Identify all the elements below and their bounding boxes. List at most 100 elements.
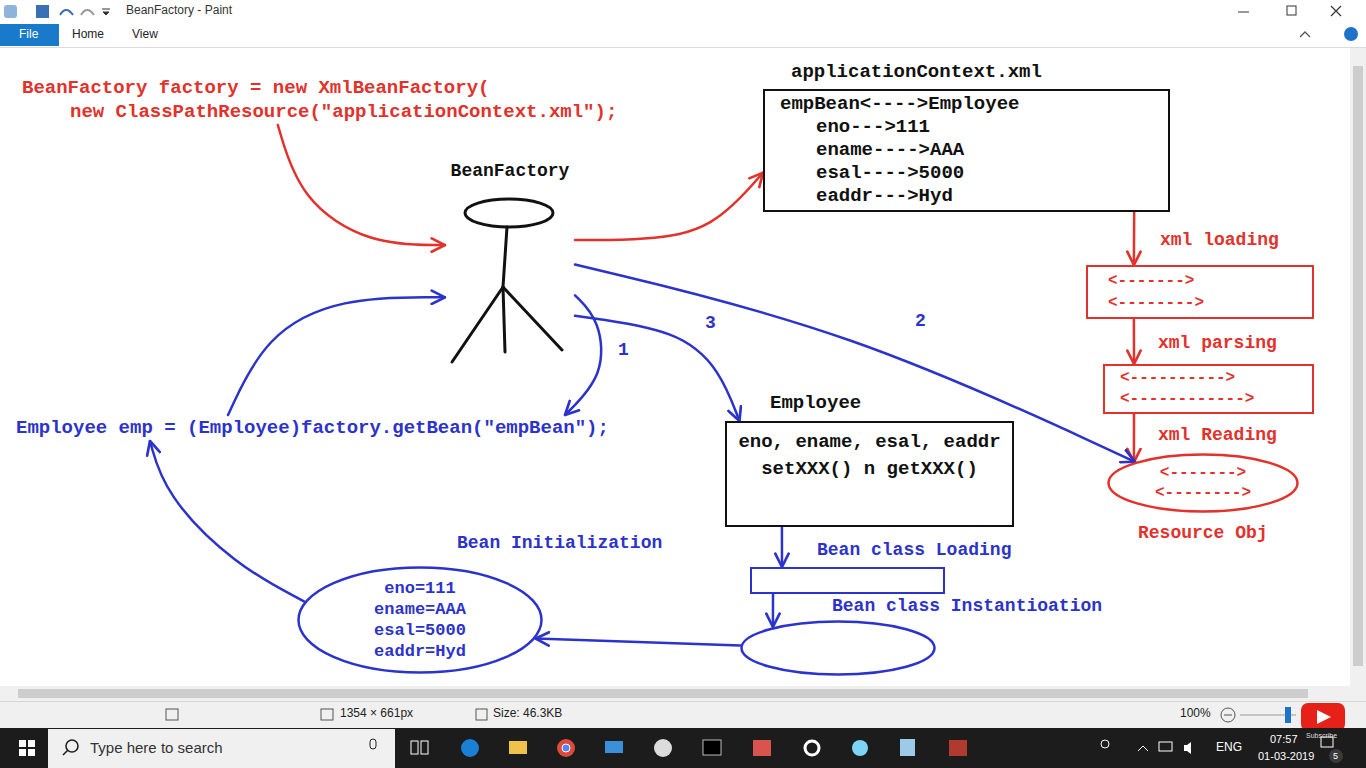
- search-placeholder: Type here to search: [90, 739, 223, 756]
- search-box: [48, 729, 395, 768]
- node-text: esal=5000: [374, 620, 466, 641]
- ellipse-outline: [1109, 455, 1298, 512]
- edge-label: xml parsing: [1156, 333, 1279, 354]
- people-icon: [1101, 740, 1109, 748]
- zoom-slider-thumb: [1285, 707, 1291, 723]
- app-icon: [753, 740, 771, 756]
- edge-label: 3: [703, 313, 718, 334]
- ribbon-tab: View: [132, 28, 158, 42]
- label-holder: 01-03-2019: [1258, 750, 1314, 763]
- node-text: ename---->AAA: [780, 139, 964, 162]
- start-button: [19, 740, 35, 756]
- ribbon-expand-icon: [1300, 32, 1310, 37]
- task-view-icon: [411, 741, 418, 754]
- resource-object-ellipse: <-------><-------->Resource Obj: [1107, 453, 1299, 513]
- node-text: <-------->: [1155, 483, 1251, 503]
- restore-button: [1287, 6, 1296, 15]
- save-icon: [36, 5, 49, 18]
- notification-count: 5: [1333, 751, 1338, 761]
- node-heading: Bean class Instantioation: [832, 596, 1102, 617]
- flow-arrow: [536, 638, 741, 645]
- selection-size-icon: [321, 709, 333, 720]
- help-button: [1344, 27, 1358, 41]
- network-icon: [1159, 742, 1172, 751]
- node-text: new ClassPathResource("applicationContex…: [22, 100, 617, 124]
- node-text: BeanFactory factory = new XmlBeanFactory…: [22, 76, 489, 100]
- paint-app-icon: [4, 5, 17, 18]
- status-bar-border: [0, 701, 1366, 702]
- stick-figure-stroke: [503, 227, 507, 287]
- ellipse-shape: [1107, 453, 1299, 513]
- volume-icon: [1184, 742, 1191, 754]
- node-text: eaddr=Hyd: [374, 641, 466, 662]
- zoom-out-button: [1221, 708, 1235, 722]
- node-text: <------->: [1108, 270, 1194, 292]
- settings-icon: [805, 741, 819, 755]
- heading-holder: Bean class Loading: [817, 540, 1011, 561]
- redo-icon: [81, 10, 94, 15]
- node-text: setXXX() n getXXX(): [761, 456, 978, 483]
- node-heading: Resource Obj: [1138, 523, 1268, 544]
- zoom-out-sign: [1224, 715, 1232, 716]
- snow-app-icon: [852, 740, 868, 756]
- close-button: [1331, 6, 1341, 16]
- employee-class-box: eno, ename, esal, eaddrsetXXX() n getXXX…: [725, 421, 1014, 527]
- edge-label-holder: xml parsing: [1156, 333, 1279, 354]
- heading-holder: Employee: [770, 393, 861, 415]
- bean-instantiation-ellipse: Bean class Instantioation: [740, 620, 936, 676]
- language-indicator: ENG: [1216, 741, 1242, 755]
- canvas: [0, 48, 1350, 686]
- notes-icon: [900, 739, 915, 756]
- label-holder: Type here to search: [90, 739, 223, 756]
- edge-icon: [461, 739, 479, 757]
- flow-arrow: [575, 265, 1135, 462]
- node-heading: Bean class Loading: [817, 540, 1011, 561]
- ribbon-border: [0, 47, 1366, 48]
- flow-arrow: [228, 297, 445, 415]
- node-text: <-------->: [1108, 292, 1204, 314]
- ribbon-tab: Home: [72, 28, 104, 42]
- horizontal-scrollbar: [0, 686, 1366, 701]
- search-icon-handle: [63, 750, 68, 755]
- code-statement: BeanFactory factory = new XmlBeanFactory…: [18, 75, 658, 125]
- bean-class-loading-box: Bean class Loading: [750, 567, 945, 594]
- node-text: ename=AAA: [374, 599, 466, 620]
- label-holder: File: [19, 28, 38, 42]
- taskbar: [0, 728, 1366, 768]
- label-holder: 5: [1333, 751, 1338, 761]
- node-text: BeanFactory: [451, 160, 570, 182]
- stick-figure-stroke: [503, 287, 505, 352]
- microphone-icon: [370, 739, 376, 749]
- parsed-xml-box: <----------><------------>: [1103, 364, 1314, 414]
- minimize-button: [1238, 12, 1249, 13]
- undo-icon: [60, 10, 73, 15]
- ribbon-tab: File: [19, 28, 38, 42]
- youtube-play-icon: [1317, 710, 1331, 724]
- chrome-icon: [557, 739, 575, 757]
- label-holder: View: [132, 28, 158, 42]
- node-text: eno=111: [384, 578, 455, 599]
- notification-badge: [1329, 749, 1343, 763]
- stick-figure-stroke: [452, 287, 503, 362]
- cursor-position-icon: [166, 709, 178, 720]
- node-text: <------->: [1160, 463, 1246, 483]
- flow-arrow: [150, 441, 304, 602]
- clock-date: 01-03-2019: [1258, 750, 1314, 763]
- stick-figure: [445, 160, 575, 365]
- flow-arrow: [1133, 212, 1136, 265]
- edge-label: 2: [913, 311, 928, 332]
- ellipse-outline: [299, 568, 542, 673]
- customize-icon: [102, 9, 110, 15]
- chrome-icon-center: [562, 744, 570, 752]
- window-title: BeanFactory - Paint: [126, 4, 232, 18]
- label-holder: Subscribe: [1306, 732, 1337, 740]
- heading-holder: applicationContext.xml: [791, 62, 1042, 84]
- vertical-scrollbar: [1350, 48, 1366, 686]
- edge-label: xml Reading: [1156, 425, 1279, 446]
- file-size-icon: [476, 709, 487, 720]
- flow-arrow: [1133, 319, 1136, 364]
- label-holder: Home: [72, 28, 104, 42]
- label-holder: Size: 46.3KB: [493, 707, 562, 721]
- xml-config-box: empBean<---->Employeeeno--->111ename----…: [763, 89, 1170, 212]
